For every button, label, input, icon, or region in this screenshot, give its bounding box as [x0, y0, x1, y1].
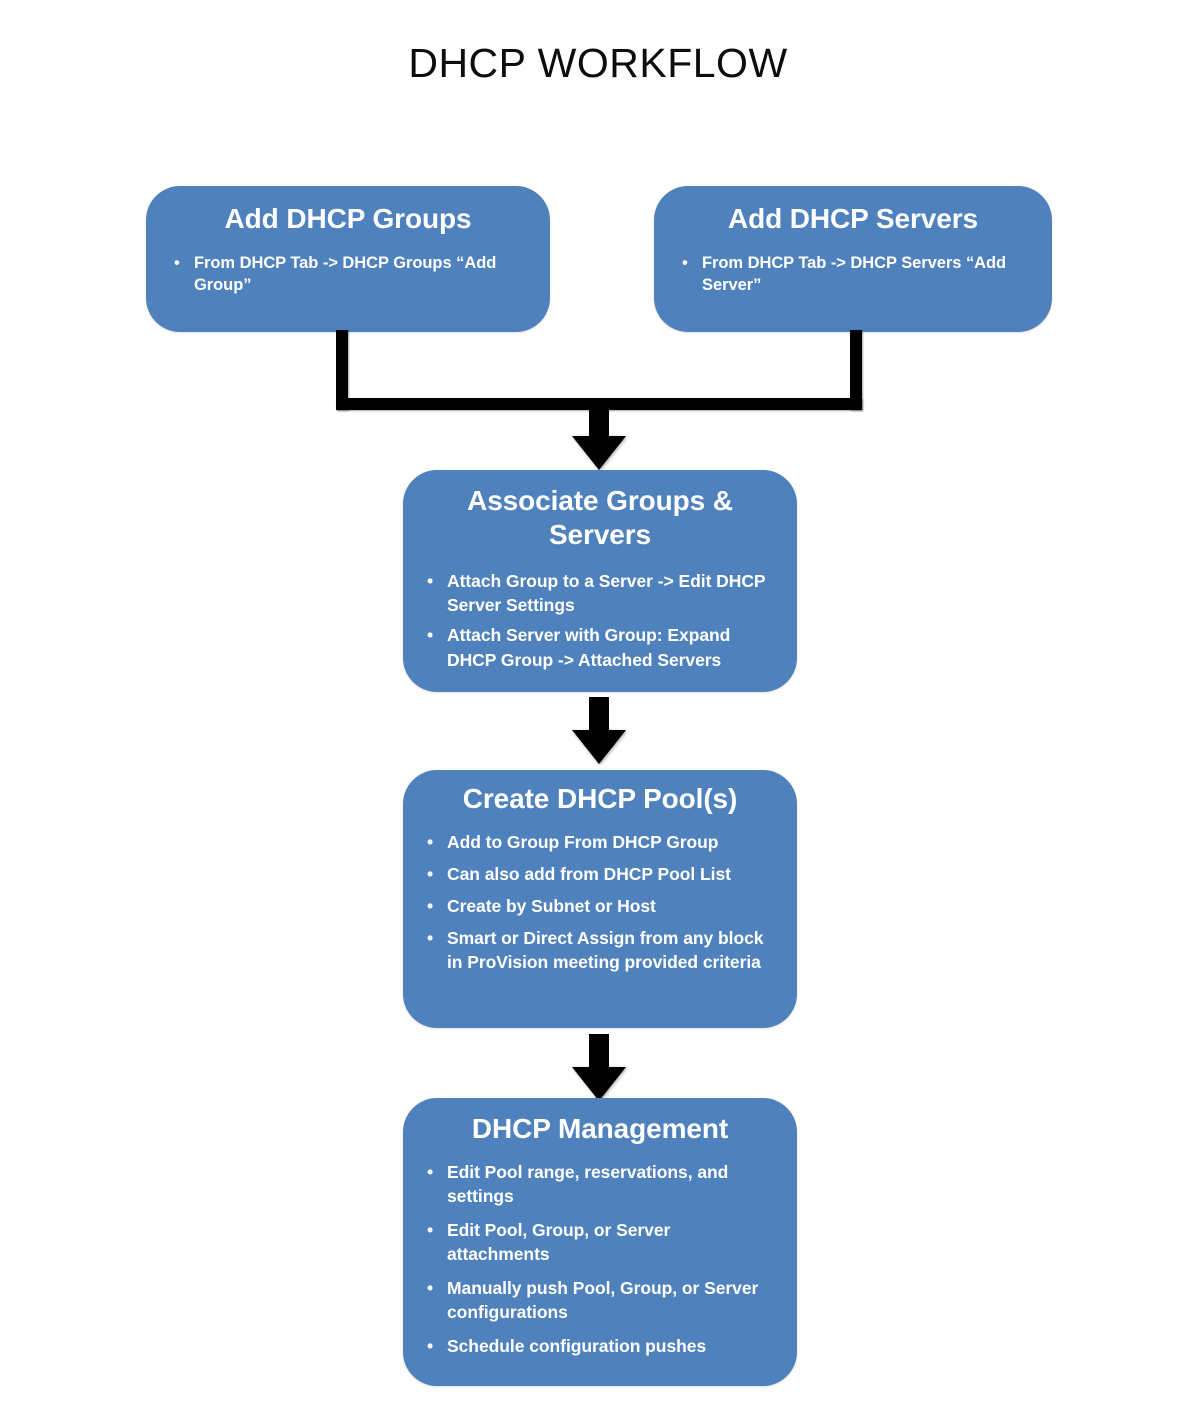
bullet-dot-icon: •: [427, 1278, 434, 1299]
arrow-shaft: [589, 405, 609, 441]
page-title: DHCP WORKFLOW: [408, 40, 788, 86]
list-item: • From DHCP Tab -> DHCP Servers “Add Ser…: [678, 252, 1028, 298]
node-title: Create DHCP Pool(s): [462, 783, 738, 814]
node-title: Add DHCP Groups: [224, 203, 472, 234]
list-item: • Edit Pool range, reservations, and set…: [425, 1160, 775, 1208]
arrow-shaft: [589, 697, 609, 735]
connector-line-join: [336, 398, 862, 410]
list-item: • Edit Pool, Group, or Server attachment…: [425, 1218, 775, 1266]
list-item: • Attach Group to a Server -> Edit DHCP …: [425, 569, 775, 617]
list-item: • Smart or Direct Assign from any block …: [425, 926, 775, 974]
list-item: • Create by Subnet or Host: [425, 894, 775, 918]
node-create-dhcp-pools[interactable]: Create DHCP Pool(s) • Add to Group From …: [403, 770, 797, 1028]
connector-line-left: [336, 330, 348, 410]
list-item: • From DHCP Tab -> DHCP Groups “Add Grou…: [170, 252, 526, 298]
arrow-down-icon: [572, 1067, 626, 1101]
node-add-dhcp-groups[interactable]: Add DHCP Groups • From DHCP Tab -> DHCP …: [146, 186, 550, 332]
bullet-dot-icon: •: [427, 831, 434, 852]
bullet-dot-icon: •: [427, 1161, 434, 1182]
node-dhcp-management[interactable]: DHCP Management • Edit Pool range, reser…: [403, 1098, 797, 1386]
node-bullet-list: • Add to Group From DHCP Group • Can als…: [425, 830, 775, 975]
bullet-dot-icon: •: [427, 1336, 434, 1357]
bullet-dot-icon: •: [427, 895, 434, 916]
list-item-text: From DHCP Tab -> DHCP Servers “Add Serve…: [702, 253, 1007, 295]
list-item-text: Can also add from DHCP Pool List: [447, 863, 731, 884]
bullet-dot-icon: •: [427, 571, 434, 592]
list-item-text: Create by Subnet or Host: [447, 895, 656, 916]
bullet-dot-icon: •: [682, 253, 688, 272]
list-item: • Schedule configuration pushes: [425, 1334, 775, 1358]
bullet-dot-icon: •: [427, 928, 434, 949]
node-add-dhcp-servers[interactable]: Add DHCP Servers • From DHCP Tab -> DHCP…: [654, 186, 1052, 332]
list-item-text: Attach Group to a Server -> Edit DHCP Se…: [447, 571, 766, 616]
arrow-shaft: [589, 1034, 609, 1072]
arrow-down-icon: [572, 436, 626, 470]
bullet-dot-icon: •: [427, 1219, 434, 1240]
bullet-dot-icon: •: [427, 863, 434, 884]
list-item-text: Manually push Pool, Group, or Server con…: [447, 1278, 759, 1323]
node-bullet-list: • From DHCP Tab -> DHCP Groups “Add Grou…: [170, 252, 526, 298]
list-item-text: Add to Group From DHCP Group: [447, 831, 719, 852]
list-item-text: Attach Server with Group: Expand DHCP Gr…: [447, 625, 731, 670]
node-title: Associate Groups & Servers: [467, 485, 733, 550]
list-item: • Attach Server with Group: Expand DHCP …: [425, 623, 775, 671]
list-item-text: Edit Pool, Group, or Server attachments: [447, 1219, 671, 1265]
node-associate-groups-servers[interactable]: Associate Groups & Servers • Attach Grou…: [403, 470, 797, 692]
node-bullet-list: • Edit Pool range, reservations, and set…: [425, 1160, 775, 1359]
list-item-text: From DHCP Tab -> DHCP Groups “Add Group”: [194, 253, 497, 295]
node-title: Add DHCP Servers: [728, 203, 978, 234]
bullet-dot-icon: •: [427, 625, 434, 646]
list-item-text: Schedule configuration pushes: [447, 1336, 707, 1357]
node-bullet-list: • From DHCP Tab -> DHCP Servers “Add Ser…: [678, 252, 1028, 298]
bullet-dot-icon: •: [174, 253, 180, 272]
node-title: DHCP Management: [471, 1113, 729, 1144]
list-item: • Manually push Pool, Group, or Server c…: [425, 1276, 775, 1324]
arrow-down-icon: [572, 730, 626, 764]
list-item: • Add to Group From DHCP Group: [425, 830, 775, 854]
list-item-text: Edit Pool range, reservations, and setti…: [447, 1161, 729, 1206]
node-bullet-list: • Attach Group to a Server -> Edit DHCP …: [425, 569, 775, 672]
connector-line-right: [850, 330, 862, 410]
list-item: • Can also add from DHCP Pool List: [425, 862, 775, 886]
list-item-text: Smart or Direct Assign from any block in…: [447, 928, 764, 973]
